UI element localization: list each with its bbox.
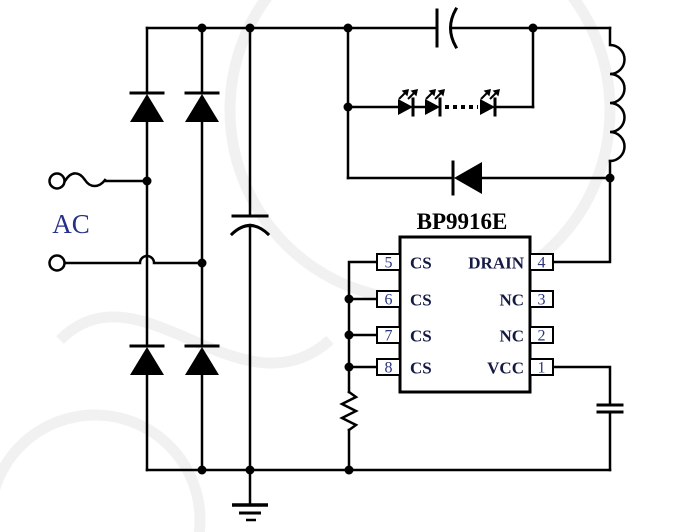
light-arrow-icon	[480, 88, 492, 100]
pin-label-cs-7: CS	[410, 327, 432, 346]
bridge-diode-icon-1	[128, 91, 166, 124]
ground-icon	[232, 503, 268, 522]
pin-number-1: 1	[538, 360, 546, 377]
pin-number-3: 3	[538, 292, 546, 309]
freewheel-diode-icon	[451, 160, 482, 196]
junction-dots	[142, 23, 615, 475]
pin-box-7	[376, 326, 401, 344]
pin-number-2: 2	[538, 328, 546, 345]
led-icon-3	[478, 97, 497, 117]
pin-label-cs-6: CS	[410, 291, 432, 310]
wire-cs-bus	[347, 260, 379, 394]
ic-pin-3: 3 NC	[499, 290, 554, 310]
pin-label-cs-8: CS	[410, 359, 432, 378]
ic-pin-2: 2 NC	[499, 326, 554, 346]
filter-capacitor-icon	[229, 214, 271, 237]
led-icon-1	[396, 97, 415, 117]
pin-number-4: 4	[538, 255, 546, 272]
pin-number-5: 5	[385, 255, 393, 272]
pin-box-2	[529, 326, 554, 344]
inductor-icon	[608, 26, 626, 163]
pin-number-7: 7	[385, 328, 393, 345]
pin-box-4	[529, 253, 554, 271]
pin-box-1	[529, 358, 554, 376]
pin-box-3	[529, 290, 554, 308]
fuse-icon	[63, 172, 107, 188]
pin-label-drain: DRAIN	[468, 254, 524, 273]
led-icon-2	[423, 97, 442, 117]
wire-ac-bottom	[63, 254, 204, 265]
light-arrow-icon	[398, 88, 410, 100]
pin-box-6	[376, 290, 401, 308]
pin-number-8: 8	[385, 360, 393, 377]
pin-label-nc-3: NC	[499, 291, 524, 310]
ic-pin-8: 8 CS	[376, 358, 432, 378]
pin-box-5	[376, 253, 401, 271]
ac-terminal-bottom-icon	[48, 254, 66, 272]
ic-part-number: BP9916E	[417, 209, 508, 234]
ic-body	[398, 235, 532, 394]
light-arrow-icon	[425, 88, 437, 100]
pin-label-nc-2: NC	[499, 327, 524, 346]
bridge-diode-icon-2	[183, 91, 221, 124]
ic-pin-6: 6 CS	[376, 290, 432, 310]
ac-terminal-top-icon	[48, 172, 66, 190]
pin-label-vcc: VCC	[487, 359, 524, 378]
ac-source-label: AC	[52, 209, 90, 239]
wires	[63, 26, 612, 507]
ic-pin-4: 4 DRAIN	[468, 253, 554, 273]
wire-vcc	[551, 365, 612, 472]
pin-number-6: 6	[385, 292, 393, 309]
wire-drain	[551, 159, 612, 264]
bridge-diode-icon-3	[128, 344, 166, 377]
pin-label-cs-5: CS	[410, 254, 432, 273]
pin-box-8	[376, 358, 401, 376]
output-capacitor-icon	[435, 6, 459, 50]
ic-pin-1: 1 VCC	[487, 358, 554, 378]
resistor-icon	[339, 390, 359, 432]
ic-pin-5: 5 CS	[376, 253, 432, 273]
vcc-capacitor-icon	[596, 403, 624, 414]
ic-pin-7: 7 CS	[376, 326, 432, 346]
